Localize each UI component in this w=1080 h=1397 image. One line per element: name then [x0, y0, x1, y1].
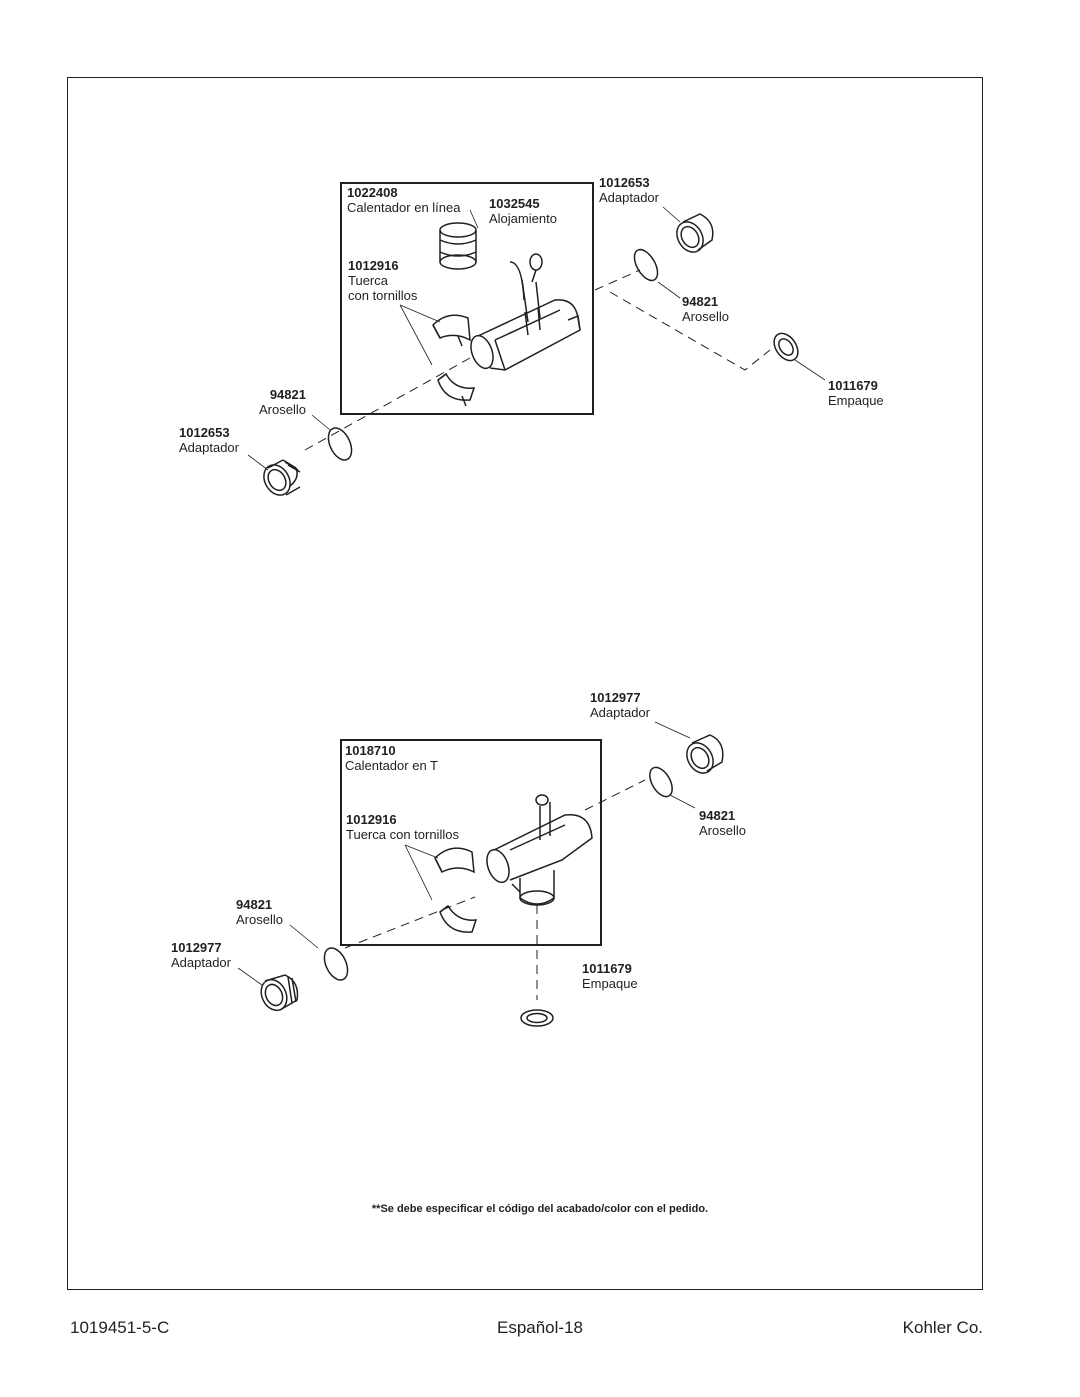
label-housing: 1032545 Alojamiento — [489, 196, 557, 226]
part-name: Adaptador — [590, 705, 650, 720]
housing-1032545-icon — [439, 222, 477, 270]
label-tee-oring-right: 94821 Arosello — [699, 808, 746, 838]
label-inline-oring-right: 94821 Arosello — [682, 294, 729, 324]
adapter-1012653-left-icon — [263, 459, 301, 496]
label-inline-heater: 1022408 Calentador en línea — [347, 185, 460, 215]
gasket-1011679-bottom-icon — [520, 1009, 554, 1027]
tee-heater-body-icon — [486, 794, 593, 906]
part-number: 94821 — [269, 387, 306, 402]
footer-company: Kohler Co. — [902, 1318, 983, 1337]
nut-1012916-tee-upper-icon — [434, 847, 475, 874]
nut-1012916-upper-icon — [432, 314, 471, 347]
part-number: 1032545 — [489, 196, 540, 211]
page-frame — [67, 77, 983, 1290]
part-number: 1012977 — [590, 690, 641, 705]
oring-94821-left-icon — [327, 427, 353, 461]
part-name-line2: con tornillos — [348, 288, 418, 303]
inline-assembly-axis — [304, 269, 771, 451]
part-number: 1012916 — [348, 258, 399, 273]
part-number: 1012653 — [179, 425, 230, 440]
label-tee-nut: 1012916 Tuerca con tornillos — [346, 812, 459, 842]
label-inline-gasket: 1011679 Empaque — [828, 378, 884, 408]
part-name: Arosello — [236, 912, 283, 927]
part-name: Calentador en T — [345, 758, 438, 773]
part-number: 1018710 — [345, 743, 396, 758]
label-inline-nut: 1012916 Tuerca con tornillos — [348, 258, 417, 303]
nut-1012916-lower-icon — [437, 372, 476, 407]
oring-94821-right-icon — [633, 248, 659, 282]
inline-heater-body-icon — [470, 253, 581, 371]
label-tee-adapter-right: 1012977 Adaptador — [590, 690, 650, 720]
part-number: 1011679 — [582, 961, 632, 976]
part-name: Calentador en línea — [347, 200, 461, 215]
part-name: Alojamiento — [489, 211, 557, 226]
adapter-1012653-right-icon — [676, 213, 714, 253]
part-name: Arosello — [259, 402, 306, 417]
adapter-1012977-left-icon — [260, 974, 299, 1012]
part-number: 1011679 — [828, 378, 878, 393]
part-number: 1012977 — [171, 940, 222, 955]
label-inline-oring-left: 94821 Arosello — [259, 387, 306, 417]
gasket-1011679-right-icon — [773, 332, 799, 362]
part-number: 94821 — [236, 897, 273, 912]
part-name: Adaptador — [599, 190, 659, 205]
part-name: Empaque — [828, 393, 884, 408]
oring-94821-tee-left-icon — [323, 947, 349, 981]
part-name: Arosello — [682, 309, 729, 324]
label-inline-adapter-left: 1012653 Adaptador — [179, 425, 239, 455]
part-name: Adaptador — [179, 440, 239, 455]
inline-heater-kit-box — [340, 182, 594, 415]
part-number: 1012653 — [599, 175, 650, 190]
finish-color-note: **Se debe especificar el código del acab… — [371, 1203, 709, 1215]
part-number: 94821 — [699, 808, 736, 823]
footer-page-number: Español-18 — [496, 1318, 583, 1337]
part-name: Adaptador — [171, 955, 231, 970]
part-number: 94821 — [682, 294, 719, 309]
label-tee-adapter-left: 1012977 Adaptador — [171, 940, 231, 970]
footer-doc-number: 1019451-5-C — [70, 1318, 170, 1337]
label-tee-heater: 1018710 Calentador en T — [345, 743, 438, 773]
part-name: Tuerca — [348, 273, 388, 288]
part-name: Arosello — [699, 823, 746, 838]
part-number: 1012916 — [346, 812, 397, 827]
nut-1012916-tee-lower-icon — [439, 904, 478, 933]
part-name: Tuerca con tornillos — [346, 827, 459, 842]
adapter-1012977-right-icon — [686, 734, 724, 774]
oring-94821-tee-right-icon — [649, 766, 673, 798]
tee-heater-kit-box — [340, 739, 602, 946]
label-tee-oring-left: 94821 Arosello — [236, 897, 283, 927]
tee-assembly-axis — [344, 779, 646, 1000]
label-tee-gasket: 1011679 Empaque — [582, 961, 638, 991]
part-number: 1022408 — [347, 185, 398, 200]
part-name: Empaque — [582, 976, 638, 991]
label-inline-adapter-right: 1012653 Adaptador — [599, 175, 659, 205]
